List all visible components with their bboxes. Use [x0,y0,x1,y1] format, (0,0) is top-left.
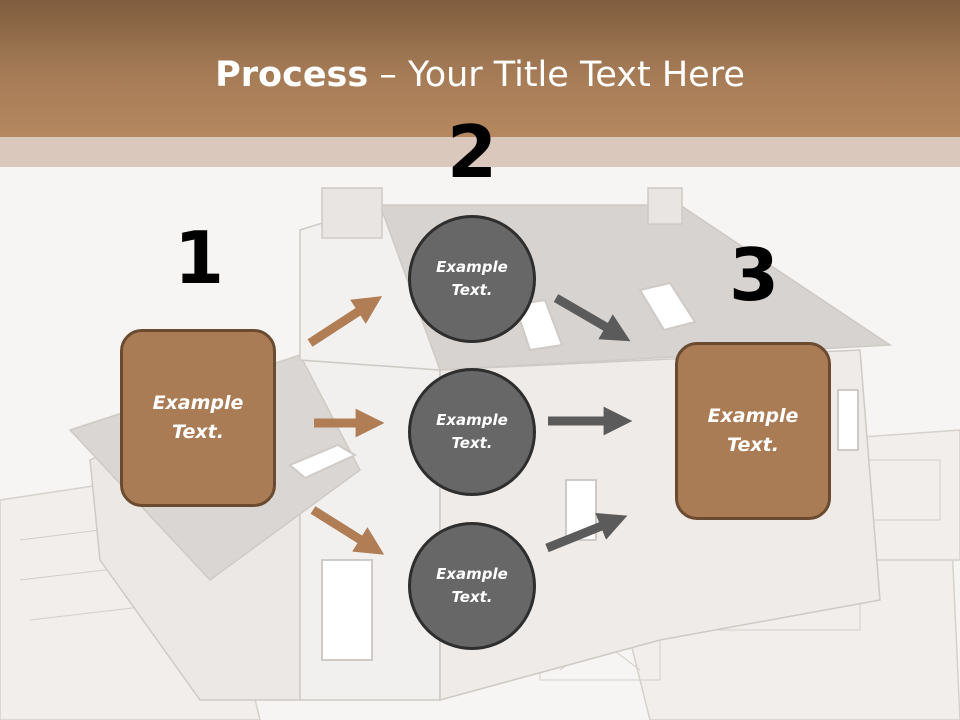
process-circle-1-text: Example Text. [436,258,508,299]
process-box-1: Example Text. [120,329,276,507]
arrow-circle3-to-box2 [545,513,628,553]
header-accent-band [0,137,960,167]
process-circle-2-text: Example Text. [436,411,508,452]
slide-title: Process – Your Title Text Here [0,52,960,98]
title-bold: Process [215,55,369,95]
title-band [0,0,960,137]
process-circle-3-text: Example Text. [436,565,508,606]
process-circle-3: Example Text. [408,522,536,650]
step-number-1: 1 [173,216,225,300]
process-box-2-text: Example Text. [707,405,799,456]
process-box-1-text: Example Text. [152,392,244,443]
process-box-2: Example Text. [675,342,831,520]
arrow-box1-to-circle3 [310,506,385,555]
process-circle-2: Example Text. [408,368,536,496]
step-number-3: 3 [728,233,780,317]
arrow-box1-to-circle1 [307,296,383,347]
step-number-2: 2 [446,110,498,194]
title-rest: – Your Title Text Here [368,55,745,95]
process-circle-1: Example Text. [408,215,536,343]
arrow-circle1-to-box2 [553,294,631,342]
